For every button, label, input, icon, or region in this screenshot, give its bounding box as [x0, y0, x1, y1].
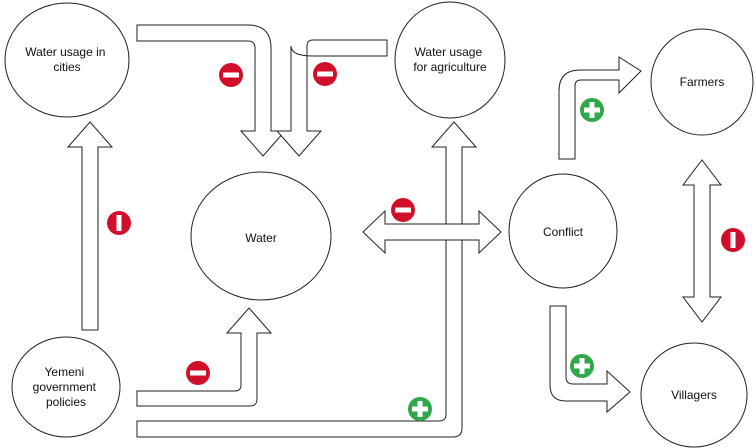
badge-agriculture-water	[313, 62, 337, 86]
arrow-conflict-to-farmers	[558, 56, 642, 160]
badge-conflict-villagers	[570, 354, 594, 378]
badge-water-conflict	[391, 198, 415, 222]
svg-text:Water usage for agricu: Water usage for agriculture	[413, 45, 487, 74]
node-government-policies: Yemeni government policies	[11, 336, 121, 438]
node-water: Water	[190, 171, 332, 301]
arrow-water-conflict	[362, 209, 502, 255]
badge-government-cities	[107, 211, 131, 235]
badge-farmers-villagers	[721, 228, 745, 252]
arrow-government-to-water	[136, 307, 273, 407]
arrow-government-to-cities	[66, 121, 114, 331]
svg-text:Water: Water	[245, 231, 277, 245]
svg-text:Farmers: Farmers	[680, 75, 725, 89]
svg-text:Villagers: Villagers	[671, 388, 717, 402]
arrow-government-to-agriculture	[136, 121, 478, 438]
arrow-conflict-to-villagers	[549, 305, 631, 414]
badge-government-water	[186, 361, 210, 385]
badge-conflict-farmers	[580, 98, 604, 122]
node-water-usage-agriculture: Water usage for agriculture	[394, 1, 506, 119]
svg-text:Yemeni government: Yemeni government policies	[33, 365, 100, 409]
arrow-agriculture-to-water	[275, 39, 388, 157]
node-farmers: Farmers	[650, 28, 754, 136]
node-conflict: Conflict	[508, 173, 618, 289]
badge-government-agriculture	[408, 397, 432, 421]
arrow-farmers-villagers	[681, 159, 723, 323]
badge-cities-water	[219, 63, 243, 87]
node-water-usage-cities: Water usage in cities	[4, 2, 130, 118]
node-villagers: Villagers	[640, 342, 748, 448]
svg-text:Water usage in cities: Water usage in cities	[25, 45, 109, 74]
arrow-cities-to-water	[136, 24, 287, 157]
svg-text:Conflict: Conflict	[543, 225, 584, 239]
